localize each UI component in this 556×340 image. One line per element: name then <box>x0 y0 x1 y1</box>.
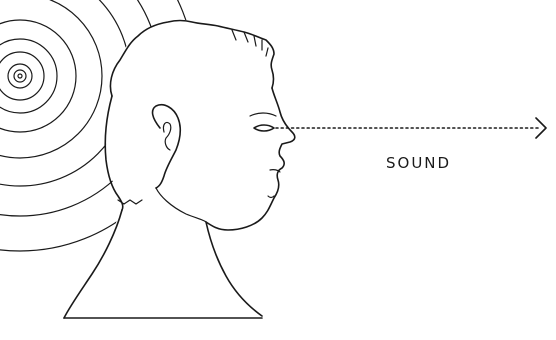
sound-label: SOUND <box>386 154 451 172</box>
wave-ring-1 <box>14 70 26 82</box>
head-mask <box>64 20 291 318</box>
sound-arrow <box>276 118 546 138</box>
wave-ring-2 <box>8 64 32 88</box>
wave-ring-5 <box>0 20 76 132</box>
wave-source-dot <box>18 74 22 78</box>
